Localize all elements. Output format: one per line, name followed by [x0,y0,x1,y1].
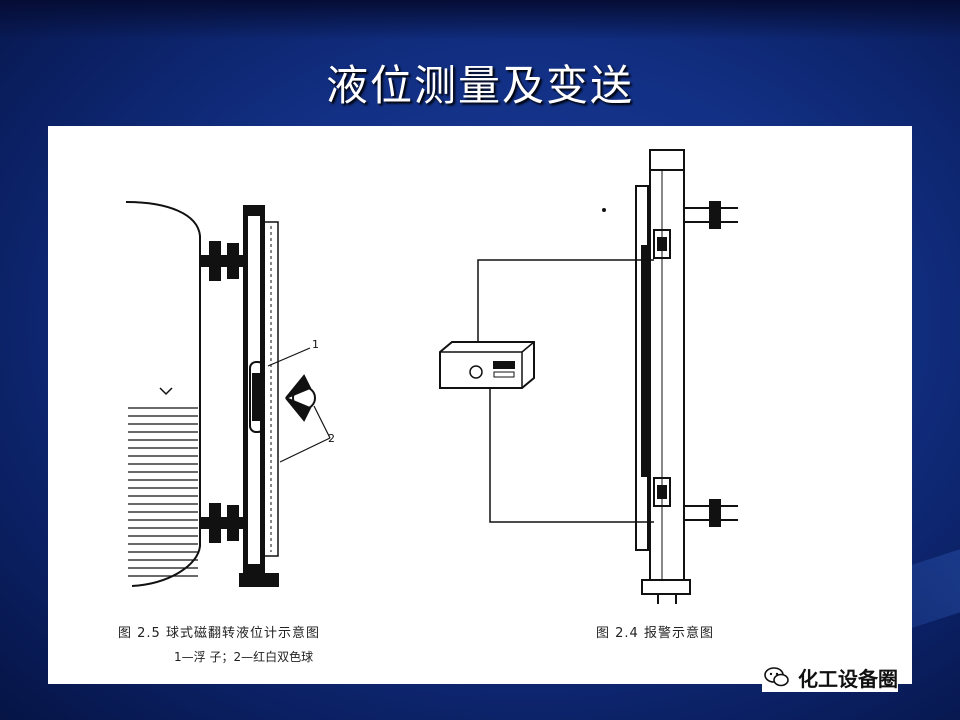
upper-nozzle [199,241,245,281]
side-tube [635,185,649,551]
diagram-canvas [125,149,738,604]
gauge-base [239,573,279,587]
lower-switch [653,477,671,507]
alarm-unit [439,341,535,389]
flip-ball [285,374,316,422]
label-2: 2 [328,432,335,445]
wire-lower [489,388,654,523]
float [249,361,265,433]
watermark: 化工设备圈 [762,662,898,692]
liquid-level-marker [159,387,173,396]
leader-2b [279,437,331,463]
diagram-panel: 1 2 图 2.5 球式磁翻转液位计示意图 1—浮 子；2—红白双色球 图 2.… [48,126,912,684]
left-figure-caption: 图 2.5 球式磁翻转液位计示意图 [118,626,320,641]
wire-upper [477,259,654,342]
liquid-hatching [128,407,198,577]
right-figure [439,149,738,604]
left-figure-legend: 1—浮 子；2—红白双色球 [174,650,314,664]
label-1: 1 [312,338,319,351]
upper-switch [653,229,671,259]
right-figure-caption: 图 2.4 报警示意图 [596,626,714,641]
leader-1 [267,347,311,367]
tank-wall [125,201,201,587]
top-dark-band [0,0,960,40]
wechat-icon [764,667,789,687]
lower-branch [683,499,738,527]
watermark-text: 化工设备圈 [798,666,898,691]
upper-branch [683,201,738,229]
main-column [649,169,685,581]
column-base [641,579,691,595]
lower-nozzle [199,503,245,543]
left-figure [125,201,331,587]
slide-title: 液位测量及变送 [325,61,634,110]
column-top-cap [649,149,685,171]
leader-2a [313,405,331,439]
